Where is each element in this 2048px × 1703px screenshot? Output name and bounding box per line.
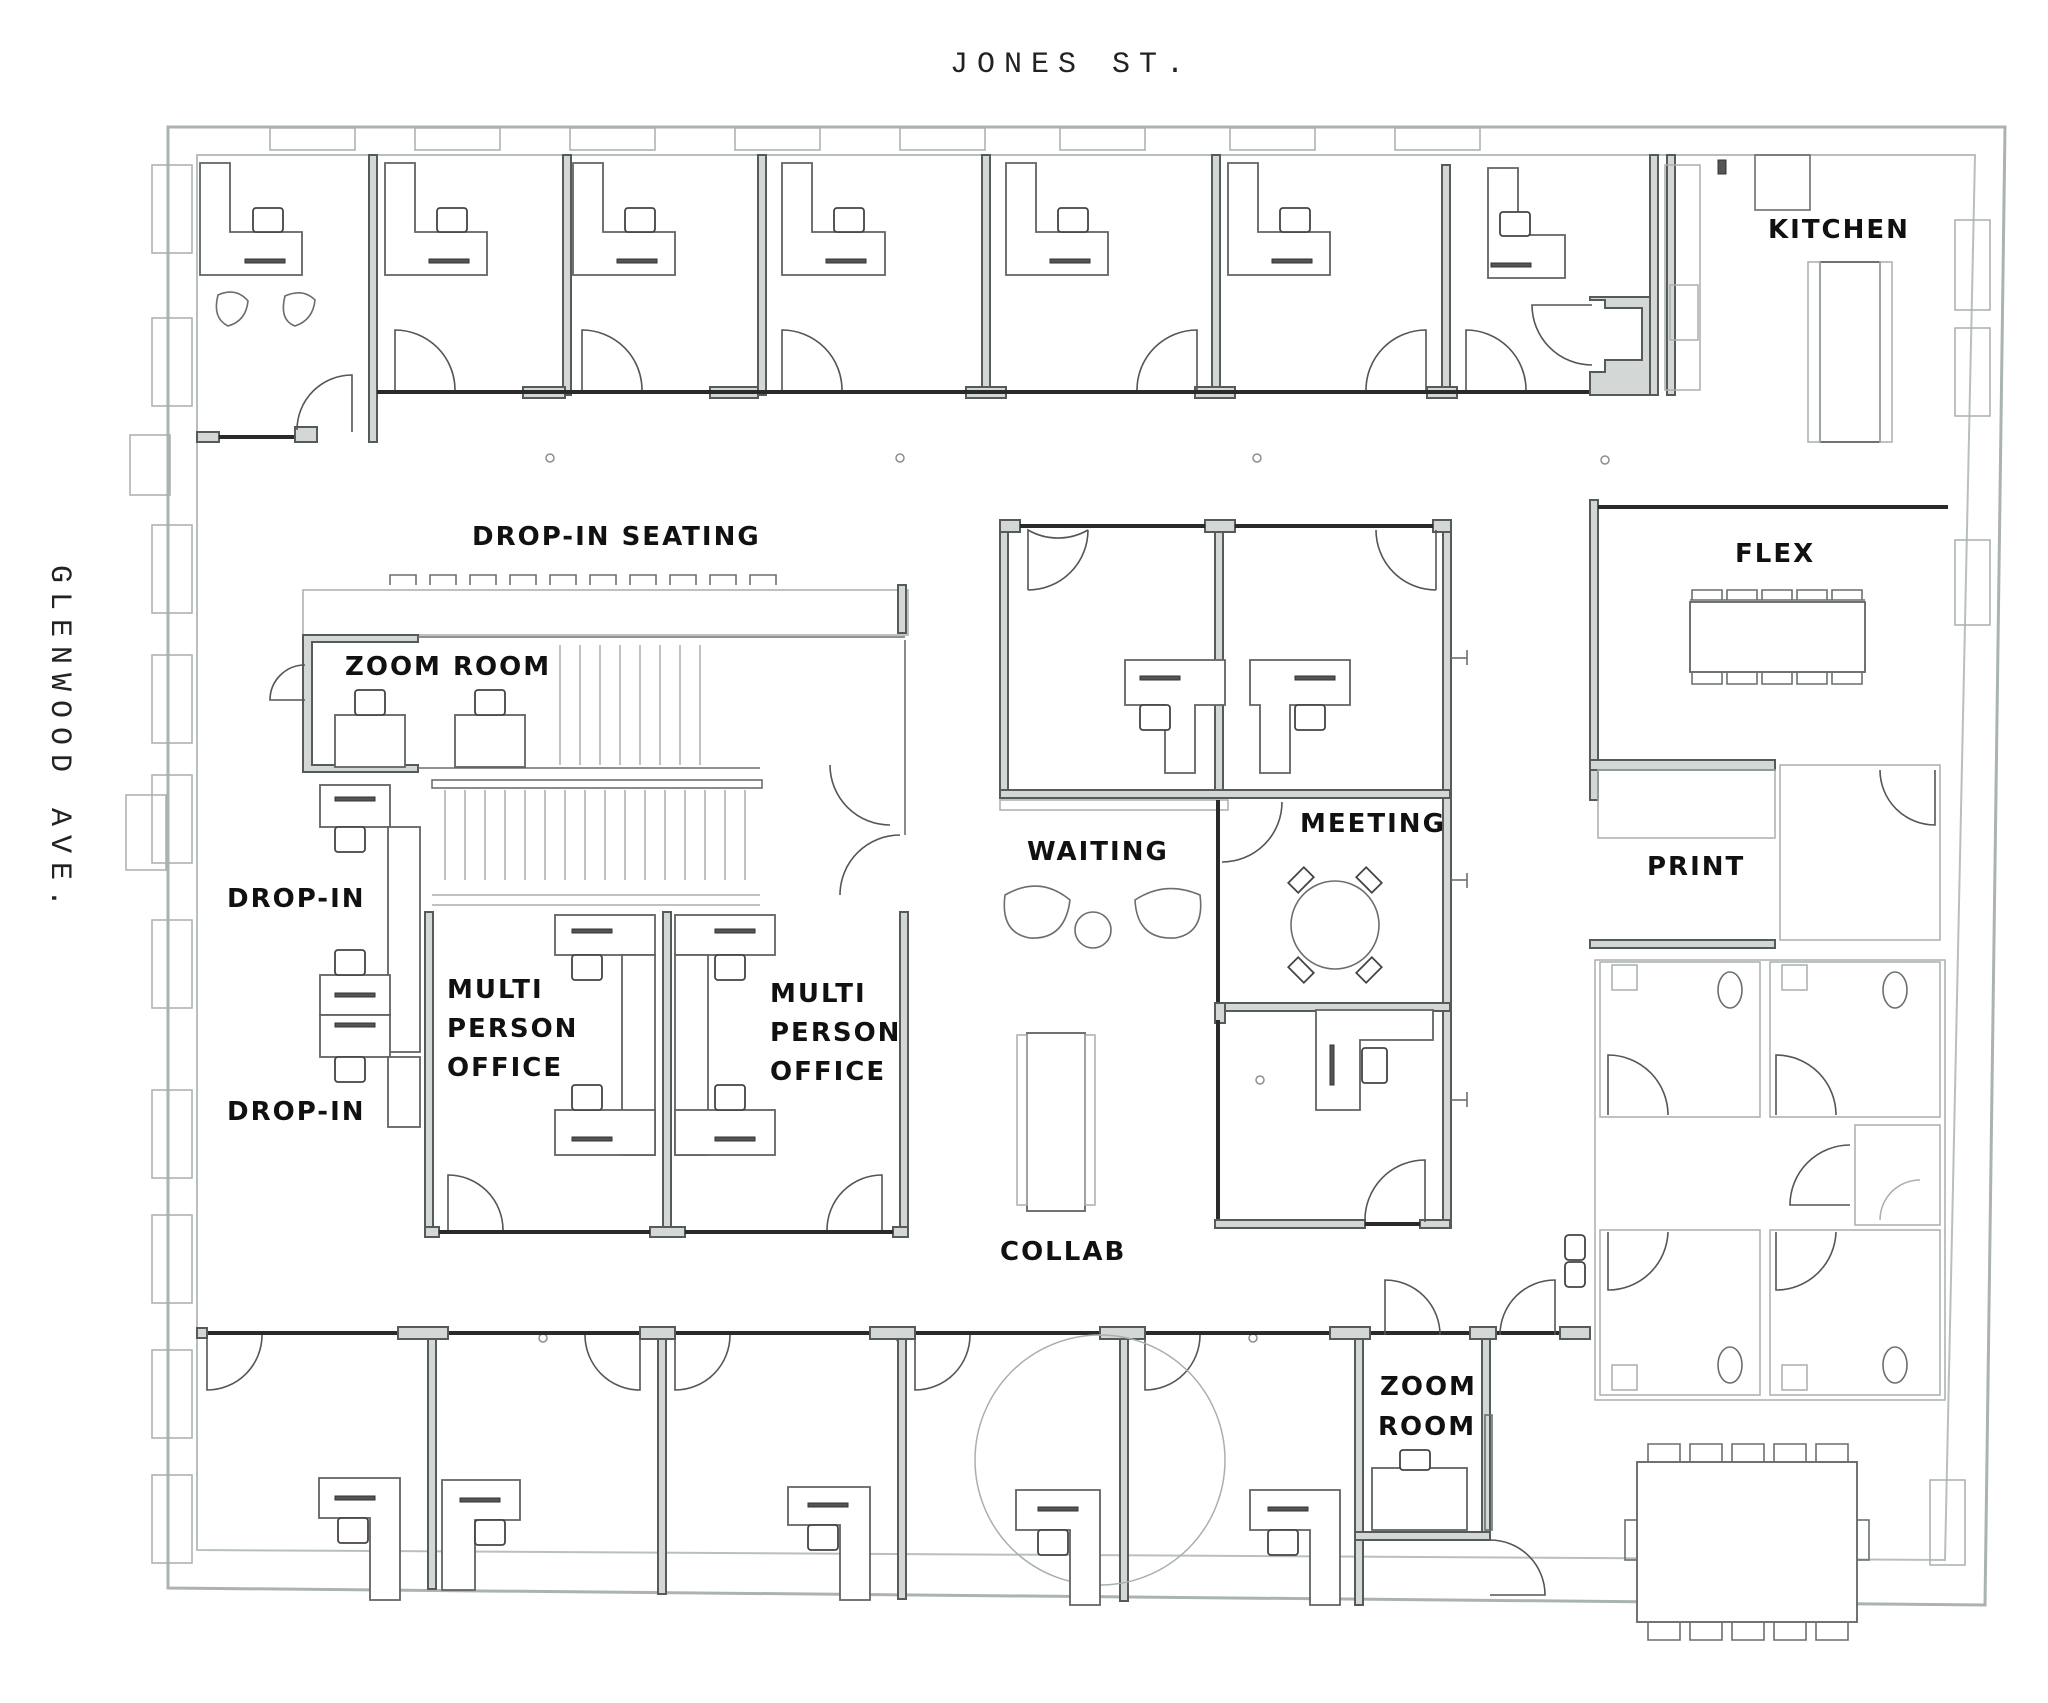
- multi-person-offices: MULTI PERSON OFFICE MULTI PERSON OFFICE: [424, 911, 913, 1238]
- conference-table: [1624, 1443, 1870, 1641]
- waiting-collab: WAITING COLLAB: [1000, 837, 1202, 1267]
- room-label-print: PRINT: [1647, 852, 1745, 882]
- drop-in-desks: DROP-IN DROP-IN: [227, 784, 421, 1128]
- stair-treads: [444, 645, 746, 880]
- street-label-west: GLENWOOD AVE.: [42, 565, 76, 916]
- room-label-meeting: MEETING: [1300, 809, 1446, 839]
- columns: [538, 453, 1610, 1343]
- flex-print: FLEX PRINT: [1589, 499, 1948, 949]
- windows-east: [1929, 219, 1991, 1566]
- room-label-flex: FLEX: [1735, 539, 1815, 569]
- room-label-multi-office-2: MULTI PERSON OFFICE: [770, 979, 913, 1087]
- room-label-kitchen: KITCHEN: [1768, 215, 1910, 245]
- bar-stools: [389, 574, 777, 585]
- north-doors: [296, 304, 1593, 432]
- room-label-zoom-room-1: ZOOM ROOM: [345, 652, 551, 682]
- central-offices: [999, 519, 1468, 1229]
- windows-west: [125, 164, 193, 1564]
- core-stairs: DROP-IN SEATING ZOOM ROOM: [269, 522, 909, 906]
- room-label-collab: COLLAB: [1000, 1237, 1126, 1267]
- restrooms: [1564, 959, 1946, 1401]
- room-label-drop-in-seating: DROP-IN SEATING: [472, 522, 761, 552]
- room-label-zoom-room-2: ZOOM ROOM: [1378, 1372, 1488, 1442]
- room-label-drop-in-1: DROP-IN: [227, 884, 366, 914]
- room-label-waiting: WAITING: [1027, 837, 1169, 867]
- north-desks: [199, 162, 1566, 327]
- street-label-north: JONES ST.: [950, 48, 1193, 82]
- kitchen-area: KITCHEN: [1664, 154, 1910, 443]
- meeting-area: MEETING: [999, 799, 1451, 1229]
- room-label-drop-in-2: DROP-IN: [227, 1097, 366, 1127]
- room-label-multi-office-1: MULTI PERSON OFFICE: [447, 975, 590, 1083]
- north-offices: [196, 154, 1676, 443]
- windows-north: [269, 127, 1481, 151]
- building-shell: [125, 125, 2007, 1607]
- south-offices: ZOOM ROOM: [196, 1279, 1591, 1606]
